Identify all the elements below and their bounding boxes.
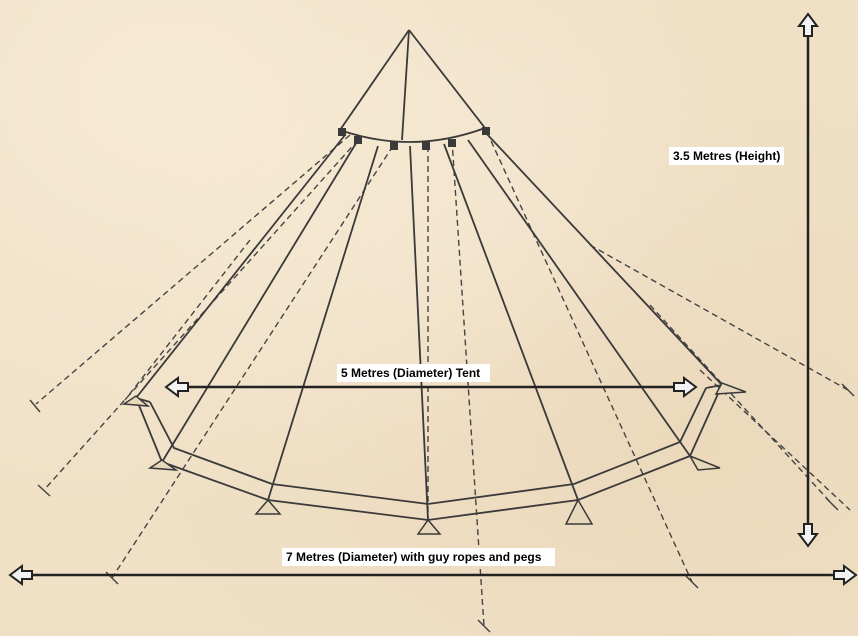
crown-tabs (338, 127, 490, 150)
hem-peg-loops (121, 382, 747, 535)
height-label: 3.5 Metres (Height) (669, 147, 785, 165)
pegs (29, 383, 855, 633)
tent-diameter-label: 5 Metres (Diameter) Tent (337, 364, 491, 382)
guy-diameter-arrow (8, 564, 858, 586)
tent-body (135, 29, 723, 521)
height-arrow (797, 12, 819, 548)
tent-diameter-arrow (164, 376, 698, 398)
guy-diameter-label: 7 Metres (Diameter) with guy ropes and p… (282, 548, 556, 566)
